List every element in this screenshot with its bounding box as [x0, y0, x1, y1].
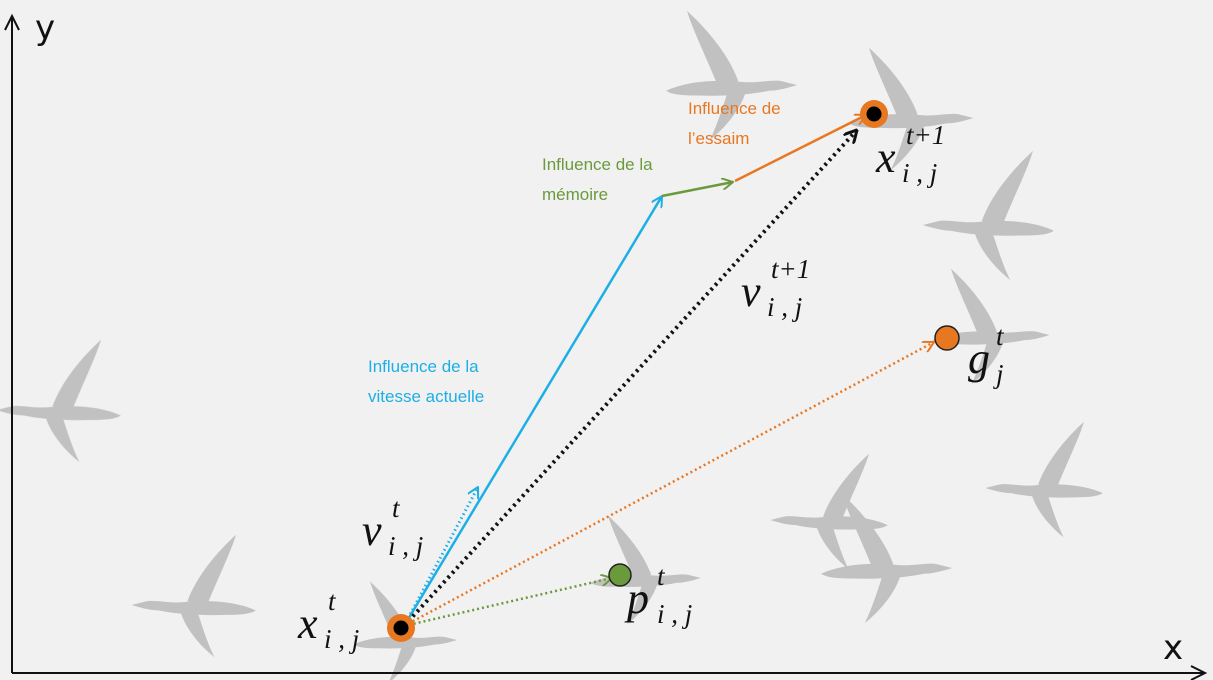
symbol-superscript: t+1: [906, 120, 946, 150]
goose-icon: [922, 150, 1054, 281]
memory-influence-vector: [661, 182, 733, 198]
symbol-subscript: j: [996, 359, 1004, 389]
symbol-subscript: i , j: [388, 531, 424, 561]
symbol-subscript: i , j: [657, 599, 693, 629]
global-best-vector: [403, 340, 934, 628]
x-axis-label: x: [1163, 628, 1184, 668]
symbol-subscript: i , j: [324, 624, 360, 654]
new-velocity-vector: [402, 130, 857, 628]
velocity-influence-label-line1: Influence de la: [368, 357, 479, 376]
global-best-symbol: g t j: [968, 321, 1004, 389]
symbol-base: g: [968, 334, 990, 383]
new-velocity-symbol: v t+1 i , j: [741, 254, 810, 322]
personal-best-symbol: p t i , j: [627, 561, 692, 629]
goose-icon: [985, 421, 1103, 538]
symbol-base: v: [362, 506, 382, 555]
velocity-influence-label-line2: vitesse actuelle: [368, 387, 485, 406]
goose-icon: [0, 339, 121, 463]
symbol-base: x: [298, 599, 318, 648]
swarm-influence-label-line1: Influence de: [688, 99, 781, 118]
symbol-superscript: t+1: [771, 254, 811, 284]
symbol-base: x: [876, 133, 896, 182]
personal-best-vector: [403, 578, 612, 628]
symbol-superscript: t: [996, 321, 1004, 351]
symbol-superscript: t: [392, 493, 400, 523]
next-position-point: [860, 100, 888, 128]
symbol-base: p: [627, 574, 649, 623]
current-velocity-vector: [402, 487, 480, 627]
velocity-influence-vector: [402, 196, 662, 627]
current-velocity-symbol: v t i , j: [362, 493, 423, 561]
y-axis-label: y: [35, 8, 56, 48]
next-position-symbol: x t+1 i , j: [876, 120, 945, 188]
symbol-superscript: t: [657, 561, 665, 591]
memory-influence-label: Influence de la mémoire: [542, 150, 653, 210]
swarm-influence-label: Influence de l’essaim: [688, 94, 781, 154]
memory-influence-label-line2: mémoire: [542, 185, 609, 204]
personal-best-point: [608, 563, 632, 587]
memory-influence-label-line1: Influence de la: [542, 155, 653, 174]
symbol-subscript: i , j: [767, 292, 803, 322]
swarm-influence-label-line2: l’essaim: [688, 129, 750, 148]
goose-icon: [131, 534, 256, 658]
global-best-point: [934, 325, 960, 351]
symbol-superscript: t: [328, 586, 336, 616]
axes: [4, 13, 1208, 680]
current-position-symbol: x t i , j: [298, 586, 359, 654]
current-position-point: [387, 614, 415, 642]
velocity-influence-label: Influence de la vitesse actuelle: [368, 352, 484, 412]
symbol-base: v: [741, 267, 761, 316]
symbol-subscript: i , j: [902, 158, 938, 188]
swarm-influence-vector: [734, 115, 866, 183]
